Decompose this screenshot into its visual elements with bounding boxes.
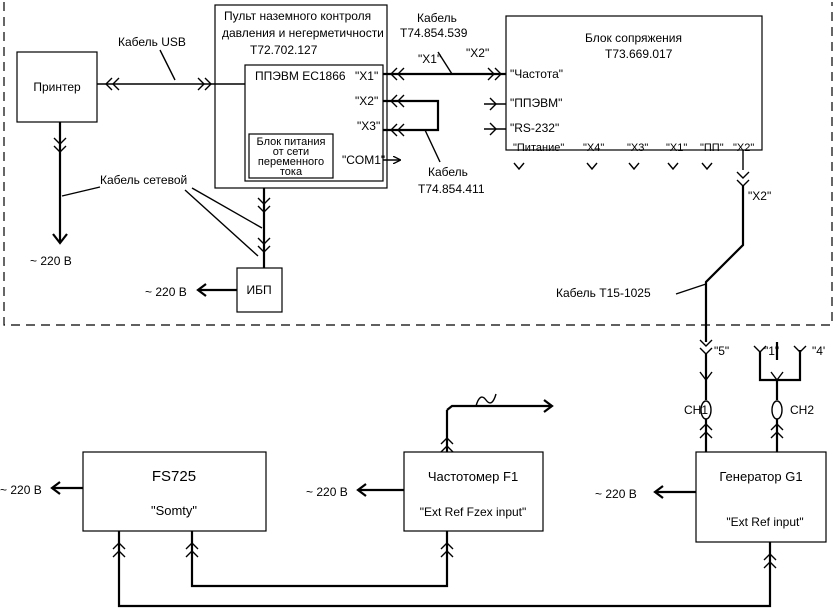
interface-output-arrows	[513, 162, 713, 171]
fs725-title: FS725	[152, 468, 196, 485]
printer-label: Принтер	[33, 80, 81, 94]
interface-output-x1: "X1"	[666, 142, 687, 154]
generator-title: Генератор G1	[719, 469, 802, 484]
ups-block: ИБП	[236, 267, 283, 313]
psu-label-1: Блок питания	[257, 136, 326, 148]
mains-leader-ups	[184, 189, 259, 257]
fs725-mains-cable: ~ 220 В	[0, 481, 83, 497]
ppevm-port-com1: "COM1"	[342, 153, 385, 167]
interface-output-pp: "ПП"	[700, 142, 724, 154]
psu-label-3: переменного	[258, 156, 324, 168]
interface-output-power: "Питание"	[513, 142, 564, 154]
cable-539-end-x2: "X2"	[466, 46, 489, 60]
channel-connectors: CH1 CH2	[684, 400, 814, 452]
interface-title: Блок сопряжения	[585, 31, 682, 45]
interface-input-freq: "Частота"	[510, 67, 563, 81]
generator-mains-cable: ~ 220 В	[595, 485, 696, 501]
generator-block: Генератор G1 "Ext Ref input"	[695, 451, 827, 543]
cable-t74-854-411: Кабель Т74.854.411	[383, 94, 485, 196]
mains-leader-console	[191, 187, 263, 229]
reference-loop-cable	[112, 531, 777, 608]
interface-input-arrows	[484, 97, 506, 136]
counter-mains-label: ~ 220 В	[306, 485, 348, 499]
cable-t15-end-1: "1"	[764, 344, 779, 358]
cable-t15-end-x2: "X2"	[748, 189, 771, 203]
counter-sub: "Ext Ref Fzex input"	[420, 505, 527, 519]
ground-equipment-boundary	[3, 2, 833, 326]
printer-mains-label: ~ 220 В	[30, 254, 72, 268]
channel-ch1-label: CH1	[684, 403, 708, 417]
printer-block: Принтер	[16, 51, 98, 123]
cable-t15-end-4: "4'	[812, 344, 825, 358]
interface-output-x4: "X4"	[583, 142, 604, 154]
cable-539-label-2: Т74.854.539	[400, 26, 468, 40]
cable-t15-end-5: "5"	[714, 344, 729, 358]
interface-code: Т73.669.017	[605, 47, 673, 61]
ppevm-port-x2: "X2"	[355, 94, 378, 108]
cable-t74-854-539: Кабель Т74.854.539 "X1" "X2"	[383, 11, 506, 81]
console-title-2: давления и негерметичности	[222, 26, 384, 40]
console-ups-cable	[257, 188, 271, 268]
ppevm-port-x3: "X3"	[357, 119, 380, 133]
tilde-icon	[475, 393, 497, 407]
interface-input-ppevm: "ППЭВМ"	[510, 96, 562, 110]
cable-t15-label: Кабель Т15-1025	[556, 286, 651, 300]
mains-leader-printer	[61, 186, 101, 197]
cable-539-end-x1: "X1"	[418, 52, 441, 66]
generator-mains-label: ~ 220 В	[595, 487, 637, 501]
power-supply-block: Блок питания от сети переменного тока	[248, 133, 334, 179]
console-title-1: Пульт наземного контроля	[224, 9, 371, 23]
counter-title: Частотомер F1	[428, 469, 518, 484]
printer-mains-cable: ~ 220 В	[30, 122, 72, 268]
counter-mains-cable: ~ 220 В	[306, 483, 404, 499]
ppevm-port-x1: "X1"	[355, 69, 378, 83]
ppevm-label: ППЭВМ ЕС1866	[255, 69, 346, 83]
interface-input-rs232: "RS-232"	[510, 121, 559, 135]
ups-mains-cable: ~ 220 В	[145, 283, 237, 299]
console-code: Т72.702.127	[250, 43, 318, 57]
interface-output-x2: "X2"	[733, 142, 754, 154]
ups-mains-label: ~ 220 В	[145, 285, 187, 299]
interface-block: Блок сопряжения Т73.669.017 "Частота" "П…	[505, 15, 763, 154]
cable-411-label-2: Т74.854.411	[418, 182, 485, 196]
cable-539-label-1: Кабель	[417, 11, 457, 25]
ups-label: ИБП	[246, 283, 271, 297]
channel-ch2-label: CH2	[790, 403, 814, 417]
cable-t15-1025: "X2" Кабель Т15-1025 "5" "1" "4'	[556, 150, 825, 400]
usb-cable-label: Кабель USB	[118, 35, 186, 49]
cable-411-label-1: Кабель	[428, 165, 468, 179]
psu-label-2: от сети	[273, 146, 309, 158]
counter-output-cable	[440, 393, 554, 453]
fs725-block: FS725 "Somty"	[82, 451, 267, 532]
psu-label-4: тока	[280, 166, 303, 178]
usb-cable: Кабель USB	[97, 35, 245, 91]
generator-sub: "Ext Ref input"	[726, 515, 803, 529]
fs725-sub: "Somty"	[151, 503, 197, 518]
mains-cable-label: Кабель сетевой	[100, 173, 187, 187]
counter-block: Частотомер F1 "Ext Ref Fzex input"	[403, 451, 544, 532]
interface-output-x3: "X3"	[627, 142, 648, 154]
fs725-mains-label: ~ 220 В	[0, 483, 42, 497]
